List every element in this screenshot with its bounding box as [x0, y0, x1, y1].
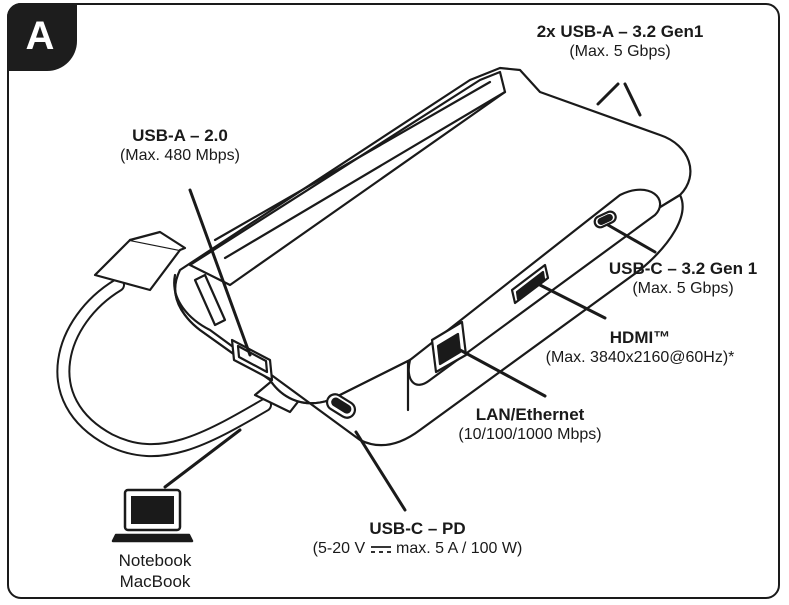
label-hdmi: HDMI™ (Max. 3840x2160@60Hz)* [520, 327, 760, 368]
usb-a-20-spec: (Max. 480 Mbps) [119, 147, 241, 165]
panel-letter: A [25, 13, 55, 58]
usb-c-32-spec: (Max. 5 Gbps) [632, 280, 734, 298]
label-notebook: Notebook MacBook [100, 550, 210, 593]
label-usb-c-32: USB-C – 3.2 Gen 1 (Max. 5 Gbps) [588, 258, 778, 299]
port-usb-a-20 [230, 338, 274, 382]
lan-spec: (10/100/1000 Mbps) [458, 426, 602, 444]
label-usb-a-32: 2x USB-A – 3.2 Gen1 (Max. 5 Gbps) [520, 21, 720, 62]
figure-frame [7, 3, 780, 599]
label-usb-c-pd: USB-C – PD (5-20 V max. 5 A / 100 W) [285, 518, 550, 559]
usb-c-pd-spec-suffix: max. 5 A / 100 W) [396, 540, 523, 558]
lan-title: LAN/Ethernet [475, 405, 585, 424]
usb-c-pd-spec-prefix: (5-20 V [312, 540, 366, 558]
notebook-line1: Notebook [118, 551, 192, 570]
port-usb-c-32 [593, 210, 617, 229]
port-usb-c-pd [325, 393, 357, 419]
hdmi-title: HDMI™ [609, 328, 671, 347]
label-usb-a-20: USB-A – 2.0 (Max. 480 Mbps) [100, 125, 260, 166]
usb-c-32-title: USB-C – 3.2 Gen 1 [608, 259, 758, 278]
port-hdmi [510, 263, 550, 305]
label-lan: LAN/Ethernet (10/100/1000 Mbps) [430, 404, 630, 445]
usb-c-pd-spec: (5-20 V max. 5 A / 100 W) [285, 539, 550, 559]
hdmi-spec: (Max. 3840x2160@60Hz)* [545, 349, 735, 367]
panel-badge: A [7, 3, 77, 71]
laptop-icon [111, 488, 194, 543]
usb-a-32-spec: (Max. 5 Gbps) [569, 43, 671, 61]
usb-a-20-title: USB-A – 2.0 [132, 126, 228, 145]
callout-lines [163, 82, 657, 512]
port-lan [430, 320, 468, 374]
dc-symbol-icon [370, 546, 391, 553]
usb-a-32-title: 2x USB-A – 3.2 Gen1 [536, 22, 704, 41]
usb-c-pd-title: USB-C – PD [369, 519, 466, 538]
notebook-line2: MacBook [119, 572, 191, 592]
